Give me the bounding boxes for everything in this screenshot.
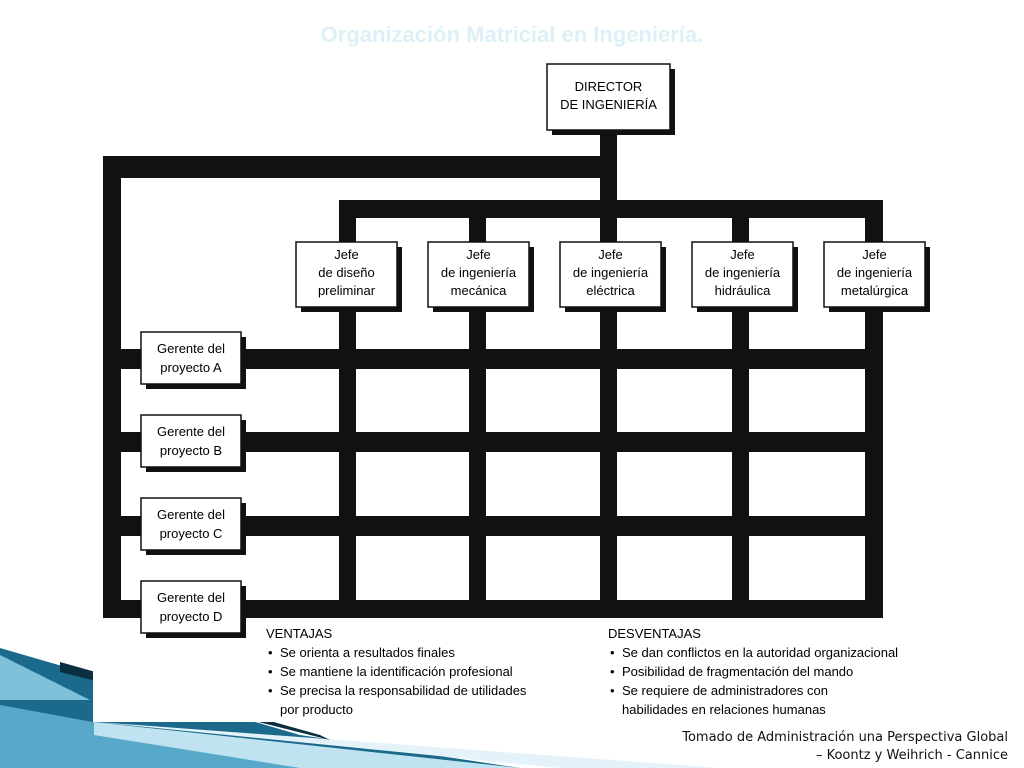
svg-text:proyecto A: proyecto A bbox=[160, 360, 222, 375]
svg-text:de diseño: de diseño bbox=[318, 265, 374, 280]
row-line-c bbox=[121, 516, 883, 536]
svg-text:hidráulica: hidráulica bbox=[715, 283, 771, 298]
svg-text:proyecto B: proyecto B bbox=[160, 443, 222, 458]
svg-text:de ingeniería: de ingeniería bbox=[837, 265, 913, 280]
svg-text:Jefe: Jefe bbox=[862, 247, 887, 262]
gerente-line: proyecto B bbox=[160, 443, 222, 458]
bottom-frame-line bbox=[103, 600, 883, 618]
svg-text:DE INGENIERÍA: DE INGENIERÍA bbox=[560, 97, 657, 112]
desventajas-heading: DESVENTAJAS bbox=[608, 626, 701, 641]
ventaja-item: Se mantiene la identificación profesiona… bbox=[266, 662, 566, 681]
jefe-box-5: Jefe de ingeniería metalúrgica bbox=[823, 241, 930, 312]
svg-text:Jefe: Jefe bbox=[466, 247, 491, 262]
source-line: – Koontz y Weihrich - Cannice bbox=[815, 748, 1008, 763]
svg-text:DIRECTOR: DIRECTOR bbox=[575, 79, 643, 94]
svg-text:de ingeniería: de ingeniería bbox=[441, 265, 517, 280]
gerente-line: Gerente del bbox=[157, 341, 225, 356]
jefe-line: Jefe bbox=[862, 247, 887, 262]
jefe-line: preliminar bbox=[318, 283, 376, 298]
svg-text:preliminar: preliminar bbox=[318, 283, 376, 298]
svg-text:Gerente del: Gerente del bbox=[157, 507, 225, 522]
svg-text:Gerente del: Gerente del bbox=[157, 590, 225, 605]
svg-text:metalúrgica: metalúrgica bbox=[841, 283, 909, 298]
jefe-line: Jefe bbox=[466, 247, 491, 262]
svg-text:de ingeniería: de ingeniería bbox=[573, 265, 649, 280]
svg-text:Gerente del: Gerente del bbox=[157, 424, 225, 439]
left-frame-line bbox=[103, 156, 121, 618]
desventaja-item: Posibilidad de fragmentación del mando bbox=[608, 662, 918, 681]
desventaja-item: Se requiere de administradores con habil… bbox=[608, 681, 897, 719]
gerente-box-d: Gerente del proyecto D bbox=[140, 580, 246, 638]
connector-lines bbox=[103, 128, 883, 618]
gerente-line: proyecto D bbox=[160, 609, 223, 624]
gerente-line: Gerente del bbox=[157, 590, 225, 605]
director-line: DIRECTOR bbox=[575, 79, 643, 94]
svg-text:Jefe: Jefe bbox=[730, 247, 755, 262]
gerente-line: Gerente del bbox=[157, 424, 225, 439]
jefe-line: de ingeniería bbox=[573, 265, 649, 280]
jefe-line: mecánica bbox=[451, 283, 507, 298]
slide-title: Organización Matricial en Ingeniería. bbox=[320, 22, 704, 47]
ventaja-item: Se orienta a resultados finales bbox=[266, 643, 566, 662]
director-line: DE INGENIERÍA bbox=[560, 97, 657, 112]
jefe-line: Jefe bbox=[730, 247, 755, 262]
source-line: Tomado de Administración una Perspectiva… bbox=[682, 730, 1008, 745]
jefe-box-4: Jefe de ingeniería hidráulica bbox=[691, 241, 798, 312]
jefe-line: de ingeniería bbox=[705, 265, 781, 280]
gerente-line: Gerente del bbox=[157, 507, 225, 522]
svg-text:Jefe: Jefe bbox=[334, 247, 359, 262]
gerente-box-a: Gerente del proyecto A bbox=[140, 331, 246, 389]
director-stem bbox=[600, 128, 617, 218]
gerente-box-c: Gerente del proyecto C bbox=[140, 497, 246, 555]
director-box: DIRECTOR DE INGENIERÍA bbox=[546, 63, 675, 135]
ventajas-list: VENTAJAS Se orienta a resultados finales… bbox=[266, 624, 566, 719]
ventaja-item: Se precisa la responsabilidad de utilida… bbox=[266, 681, 530, 719]
jefe-box-2: Jefe de ingeniería mecánica bbox=[427, 241, 534, 312]
jefe-line: Jefe bbox=[334, 247, 359, 262]
jefe-box-3: Jefe de ingeniería eléctrica bbox=[559, 241, 666, 312]
svg-text:mecánica: mecánica bbox=[451, 283, 507, 298]
jefe-line: eléctrica bbox=[586, 283, 635, 298]
desventajas-list: DESVENTAJAS Se dan conflictos en la auto… bbox=[608, 624, 918, 719]
gerente-line: proyecto A bbox=[160, 360, 222, 375]
top-frame-line bbox=[103, 156, 617, 178]
svg-text:Jefe: Jefe bbox=[598, 247, 623, 262]
jefe-line: hidráulica bbox=[715, 283, 771, 298]
jefe-line: de ingeniería bbox=[837, 265, 913, 280]
jefe-line: de ingeniería bbox=[441, 265, 517, 280]
svg-text:proyecto D: proyecto D bbox=[160, 609, 223, 624]
jefe-line: Jefe bbox=[598, 247, 623, 262]
desventaja-item: Se dan conflictos en la autoridad organi… bbox=[608, 643, 918, 662]
row-line-b bbox=[121, 432, 883, 452]
gerente-line: proyecto C bbox=[160, 526, 223, 541]
svg-text:eléctrica: eléctrica bbox=[586, 283, 635, 298]
svg-text:proyecto C: proyecto C bbox=[160, 526, 223, 541]
source-citation: Tomado de Administración una Perspectiva… bbox=[682, 729, 1008, 765]
jefe-line: de diseño bbox=[318, 265, 374, 280]
row-line-a bbox=[121, 349, 883, 369]
svg-text:de ingeniería: de ingeniería bbox=[705, 265, 781, 280]
jefe-box-1: Jefe de diseño preliminar bbox=[295, 241, 402, 312]
svg-text:Gerente del: Gerente del bbox=[157, 341, 225, 356]
gerente-box-b: Gerente del proyecto B bbox=[140, 414, 246, 472]
ventajas-heading: VENTAJAS bbox=[266, 626, 333, 641]
jefe-line: metalúrgica bbox=[841, 283, 909, 298]
